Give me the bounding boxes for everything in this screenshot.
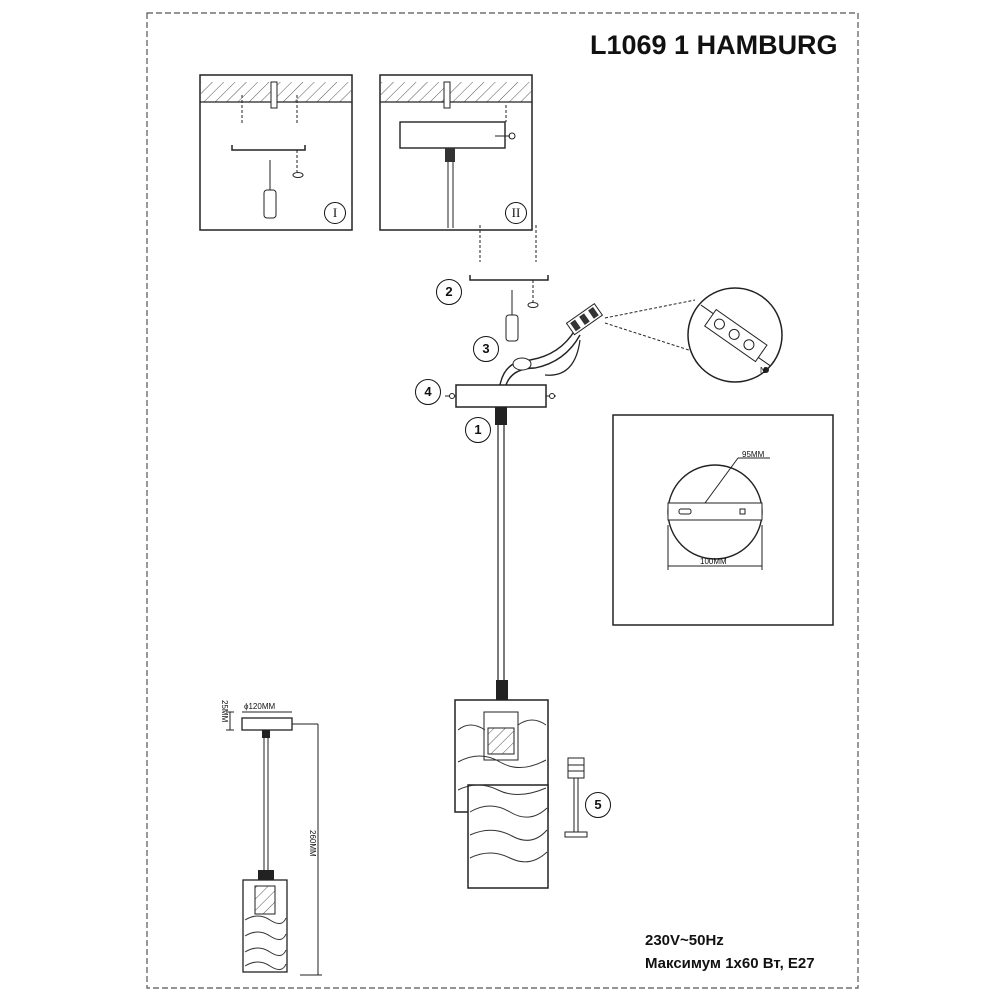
model-title: L1069 1 HAMBURG (590, 30, 838, 60)
bracket-assembly (469, 225, 549, 342)
panel-step-i (199, 74, 353, 231)
step-i-marker: I (324, 202, 346, 224)
dim-bracket-width: 100MM (700, 557, 727, 566)
bulb (564, 757, 588, 838)
canopy (445, 384, 556, 680)
overview-drawing (226, 711, 322, 976)
step-ii-marker: II (505, 202, 527, 224)
dim-total-height: 260MM (308, 830, 317, 857)
callout-1: 1 (465, 417, 491, 443)
terminal-neutral-label: N (760, 366, 766, 375)
dim-canopy-height: 25MM (220, 700, 229, 723)
wiring (499, 287, 783, 386)
callout-2: 2 (436, 279, 462, 305)
panel-step-ii (379, 74, 533, 231)
bracket-detail (612, 414, 834, 626)
callout-4: 4 (415, 379, 441, 405)
dim-mount-holes: 95MM (742, 450, 765, 459)
lamp-shade (454, 680, 549, 889)
dim-canopy-diameter: ϕ120MM (244, 702, 276, 711)
callout-5: 5 (585, 792, 611, 818)
callout-3: 3 (473, 336, 499, 362)
page-border (146, 12, 859, 989)
max-power-spec: Максимум 1x60 Вт, E27 (645, 955, 815, 972)
voltage-spec: 230V~50Hz (645, 932, 724, 949)
